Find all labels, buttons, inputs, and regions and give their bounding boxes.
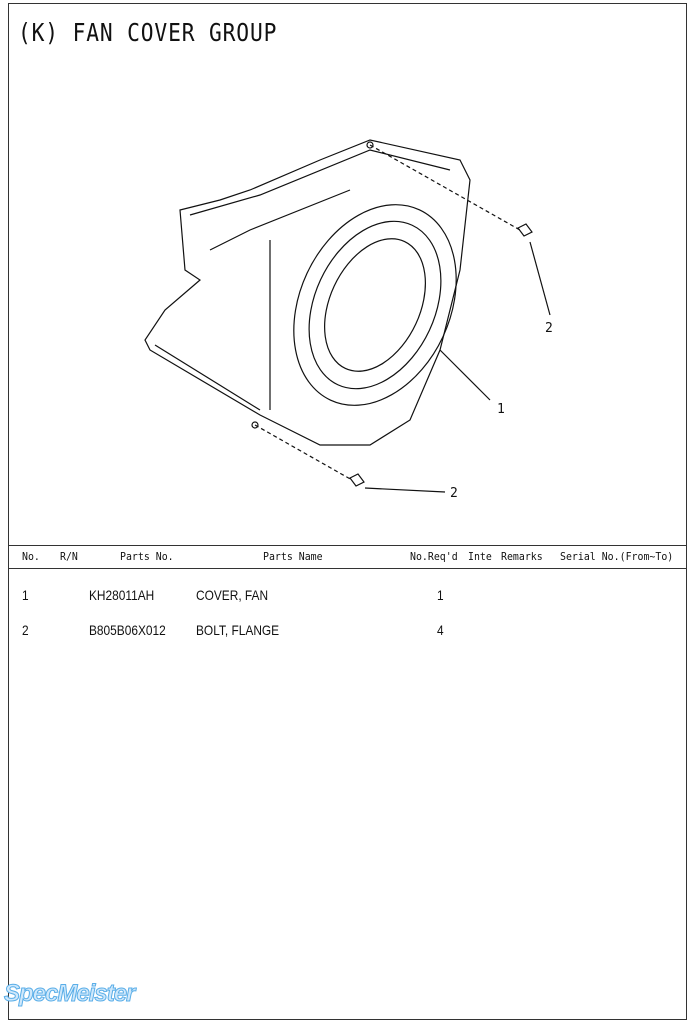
header-rn: R/N: [60, 550, 78, 563]
watermark-logo: SpecMeister: [3, 980, 135, 1008]
fan-cover-drawing: [144, 139, 471, 446]
page-title: (K) FAN COVER GROUP: [18, 18, 278, 47]
callout-2-upper: 2: [545, 321, 553, 336]
row-1-parts-name: COVER, FAN: [196, 587, 269, 603]
bolt-upper: [369, 144, 533, 237]
divider: [8, 545, 686, 546]
header-remarks: Remarks: [501, 550, 543, 563]
header-parts-name: Parts Name: [263, 550, 323, 563]
row-1-parts-no: KH28011AH: [89, 587, 155, 603]
header-serial: Serial No.(From~To): [560, 550, 674, 563]
row-2-req: 4: [437, 622, 444, 638]
page-frame: [8, 3, 687, 1020]
header-parts-no: Parts No.: [120, 550, 174, 563]
row-2-parts-no: B805B06X012: [89, 622, 166, 638]
callout-1: 1: [497, 402, 505, 417]
divider: [8, 568, 686, 569]
callout-2-lower: 2: [450, 486, 458, 501]
row-2-parts-name: BOLT, FLANGE: [196, 622, 280, 638]
header-inte: Inte: [468, 550, 492, 563]
row-1-req: 1: [437, 587, 444, 603]
row-2-no: 2: [22, 622, 29, 638]
header-no: No.: [22, 550, 40, 563]
header-req: No.Req'd: [410, 550, 458, 563]
bolt-lower: [254, 424, 365, 487]
fan-cover-diagram: 2 1 2: [144, 139, 553, 501]
row-1-no: 1: [22, 587, 29, 603]
